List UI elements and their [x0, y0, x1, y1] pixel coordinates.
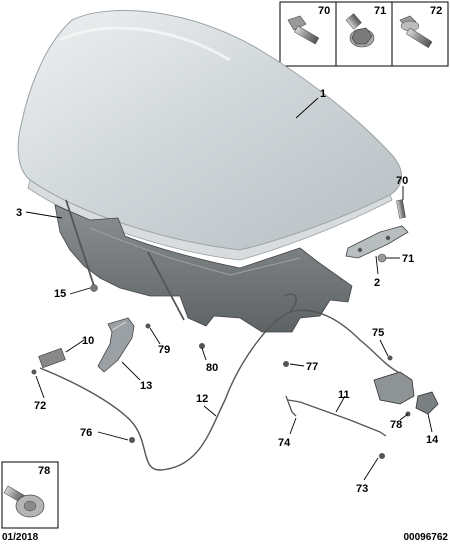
callout-79: 79 [158, 344, 170, 356]
callout-15: 15 [54, 288, 66, 300]
release-handle [31, 317, 151, 375]
screw-78-icon [3, 485, 45, 518]
insulation-pad [54, 204, 353, 333]
callout-14: 14 [426, 434, 439, 446]
fastener-label-71: 71 [374, 5, 386, 17]
callout-80: 80 [206, 362, 218, 374]
callout-78: 78 [390, 419, 402, 431]
callout-72-left: 72 [34, 400, 46, 412]
callout-75: 75 [372, 327, 384, 339]
callout-76: 76 [80, 427, 92, 439]
footer-date: 01/2018 [2, 532, 39, 543]
callout-73: 73 [356, 483, 368, 495]
callout-77: 77 [306, 361, 318, 373]
callout-71: 71 [402, 253, 414, 265]
release-cable [39, 284, 399, 471]
callout-11: 11 [338, 389, 350, 401]
callout-2: 2 [374, 277, 380, 289]
bonnet-hinge [345, 199, 409, 263]
callout-10: 10 [82, 335, 94, 347]
leader-lines [25, 97, 433, 481]
callout-74: 74 [278, 437, 291, 449]
secondary-cable [285, 395, 387, 459]
fastener-label-72: 72 [430, 5, 442, 17]
callout-70: 70 [396, 175, 408, 187]
fastener-label-70: 70 [318, 5, 330, 17]
fastener-box: 70 71 72 [279, 1, 449, 67]
callout-12: 12 [196, 393, 208, 405]
nut-71-icon [345, 13, 375, 48]
bonnet-stay-right [147, 251, 185, 321]
bonnet-lock [373, 355, 439, 417]
bonnet-stay-left [65, 199, 95, 287]
callout-1: 1 [320, 88, 326, 100]
bolt-70-icon [287, 15, 320, 45]
callout-3: 3 [16, 207, 22, 219]
inset-box: 78 [1, 461, 59, 529]
footer-reference: 00096762 [403, 532, 449, 543]
callout-13: 13 [140, 380, 152, 392]
bolt-72-icon [399, 15, 433, 49]
inset-label-78: 78 [38, 465, 50, 477]
callouts: 1 3 70 71 2 15 10 79 80 77 75 13 72 12 1… [16, 88, 439, 495]
